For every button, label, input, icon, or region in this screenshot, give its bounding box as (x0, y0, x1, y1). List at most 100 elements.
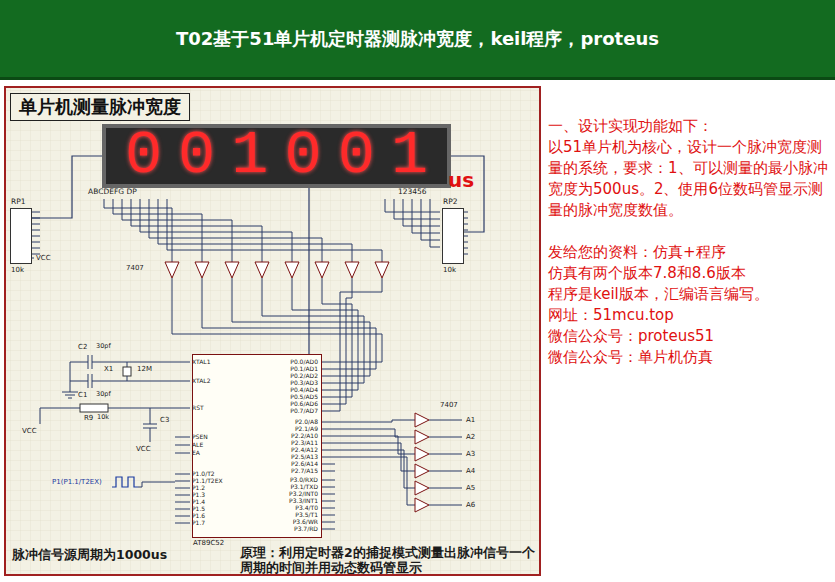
buffer-symbol (315, 262, 329, 278)
bus-wire (172, 278, 382, 362)
buffer-symbol (375, 262, 389, 278)
pin-stub (320, 487, 335, 488)
pin-stub (320, 390, 335, 391)
wire (70, 362, 88, 392)
pin-label: P3.3/INT1 (289, 497, 318, 505)
pin-stub (320, 422, 335, 423)
wire (150, 428, 151, 442)
unit-label: us (448, 168, 474, 192)
pin-stub (320, 411, 335, 412)
capacitor-plate (88, 374, 89, 388)
pin-label: P3.0/RXD (290, 476, 318, 484)
part-value: 10k (443, 266, 456, 274)
net-label: A1 (466, 416, 475, 424)
buffer-symbol (225, 262, 239, 278)
spec-text: 一、设计实现功能如下： (548, 116, 832, 137)
pin-label: P0.6/AD6 (290, 400, 318, 408)
wire-connector (308, 188, 309, 354)
pin-stub (175, 445, 190, 446)
ground-symbol (65, 395, 75, 396)
segment-wire (158, 199, 352, 262)
pin-stub (320, 436, 335, 437)
segment-wire (104, 199, 172, 262)
wire (70, 381, 88, 382)
capacitor-plate (143, 428, 157, 429)
part-name: C2 (78, 343, 87, 351)
schematic-panel: 单片机测量脉冲宽度001001AT89C52RP110kRP210k (4, 86, 541, 576)
wire (127, 376, 128, 381)
signal-label: P1(P1.1/T2EX) (52, 478, 102, 486)
wire (108, 408, 175, 409)
pin-label: P1.2 (192, 484, 205, 492)
buffer-symbol (195, 262, 209, 278)
net-label: A2 (466, 433, 475, 441)
spec-text: 程序是keil版本，汇编语言编写。 (548, 284, 832, 305)
pin-label: 123456 (398, 187, 427, 196)
part-name: C1 (78, 391, 87, 399)
pin-label: P0.5/AD5 (290, 393, 318, 401)
net-label: A4 (466, 467, 475, 475)
segment-wire (149, 199, 322, 262)
buffer-symbol (345, 262, 359, 278)
net-wire (429, 437, 462, 438)
wire (92, 381, 175, 382)
net-wire (429, 505, 462, 506)
part-name: RP2 (443, 197, 458, 206)
pin-stub (320, 457, 335, 458)
segment-wire (140, 199, 292, 262)
part-value: 30pf (96, 391, 111, 399)
pin-stub (320, 515, 335, 516)
buffer-symbol (415, 481, 429, 495)
ground-symbol (62, 392, 78, 393)
capacitor-plate (88, 355, 89, 369)
bus-wire (335, 278, 352, 404)
pin-stub (320, 522, 335, 523)
capacitor-plate (143, 424, 157, 425)
pin-stub (320, 494, 335, 495)
digit-wire (394, 199, 440, 219)
wire (138, 482, 175, 487)
pin-label: P3.7/RD (294, 525, 318, 533)
pin-stub (175, 502, 190, 503)
signal-source-symbol (112, 477, 138, 487)
resistor-pack: RP210k (442, 208, 464, 264)
pin-label: RST (192, 404, 204, 412)
power-label: VCC (36, 254, 51, 262)
pin-stub (320, 480, 335, 481)
part-value: 10k (11, 266, 24, 274)
part-value: 12M (137, 365, 152, 373)
part-name: X1 (104, 365, 113, 373)
display-digits: 001001 (109, 128, 444, 184)
buffer-symbol (415, 413, 429, 427)
pin-label: P1.1/T2EX (192, 477, 223, 485)
part-name: 7407 (440, 401, 458, 409)
capacitor-plate (92, 355, 93, 369)
pin-label: ALE (192, 441, 203, 449)
pin-label: XTAL1 (192, 358, 210, 366)
pin-label: P2.0/A8 (295, 418, 318, 426)
power-label: VCC (136, 445, 151, 453)
buffer-symbol (165, 262, 179, 278)
pin-label: PSEN (192, 433, 208, 441)
buffer-symbol (415, 498, 429, 512)
part-name: RP1 (11, 197, 26, 206)
pin-stub (320, 383, 335, 384)
crystal-symbol (123, 367, 131, 376)
part-name: C3 (160, 416, 169, 424)
digit-wire (412, 199, 440, 233)
segment-wire (167, 199, 382, 262)
part-name: R9 (84, 414, 93, 422)
pin-stub (175, 453, 190, 454)
segment-wire (113, 199, 202, 262)
pin-stub (175, 523, 190, 524)
buffer-symbol (415, 464, 429, 478)
spec-text: 发给您的资料：仿真+程序 (548, 242, 832, 263)
pin-stub (175, 481, 190, 482)
pin-stub (320, 508, 335, 509)
pin-label: XTAL2 (192, 377, 210, 385)
net-wire (429, 471, 462, 472)
note-text: 脉冲信号源周期为1000us (12, 547, 167, 562)
bus-wire (335, 278, 382, 411)
pin-stub (320, 529, 335, 530)
pin-label: P0.1/AD1 (290, 365, 318, 373)
